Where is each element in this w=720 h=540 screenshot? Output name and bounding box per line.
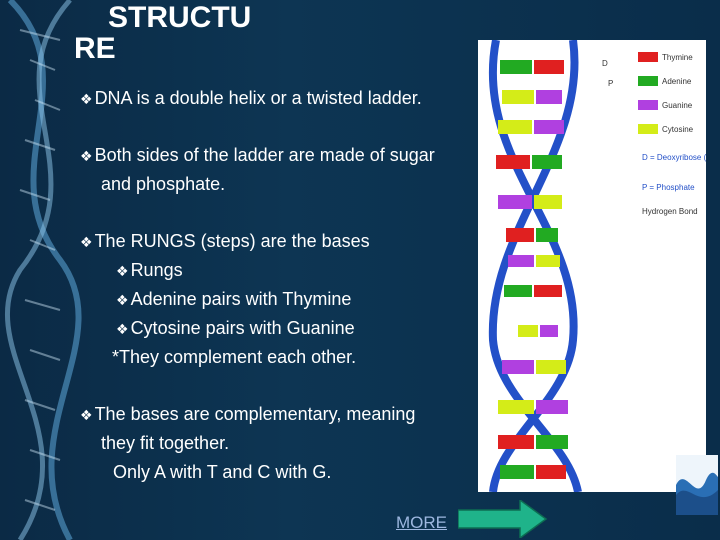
legend-thymine: Thymine [662,53,693,62]
body-line: ❖Cytosine pairs with Guanine [116,314,355,345]
body-line: they fit together. [101,429,229,458]
line-text: Only A with T and C with G. [113,462,332,482]
line-text: Rungs [130,260,183,280]
body-line: and phosphate. [101,170,225,199]
body-line: *They complement each other. [112,343,356,372]
body-line: ❖The RUNGS (steps) are the bases [80,227,370,258]
body-line: Only A with T and C with G. [113,458,331,487]
title-line-2: RE [74,32,116,65]
body-line: ❖DNA is a double helix or a twisted ladd… [80,84,422,115]
legend-adenine: Adenine [662,77,692,86]
line-text: Cytosine pairs with Guanine [130,318,355,338]
bullet-icon: ❖ [116,264,129,280]
bullet-icon: ❖ [80,92,93,108]
dna-helix-background [5,0,82,540]
wave-thumbnail-image [676,455,718,515]
body-line: ❖Both sides of the ladder are made of su… [80,141,435,172]
bullet-icon: ❖ [80,408,93,424]
label-p: P [608,79,613,88]
legend-guanine: Guanine [662,101,693,110]
bullet-icon: ❖ [80,235,93,251]
line-text: and phosphate. [101,174,226,194]
legend: Thymine Adenine Guanine Cytosine D = Deo… [638,52,720,216]
line-text: The bases are complementary, meaning [94,404,416,424]
bullet-icon: ❖ [116,293,129,309]
base-pairs [496,60,568,479]
legend-deoxyribose: D = Deoxyribose (sugar) [642,153,706,162]
line-text: The RUNGS (steps) are the bases [94,231,370,251]
line-text: they fit together. [101,433,230,453]
body-line: ❖Rungs [116,256,183,287]
dna-diagram-svg: D P Thymine Adenine Guanine Cytosine D =… [488,39,720,493]
line-text: *They complement each other. [112,347,357,367]
legend-cytosine: Cytosine [662,125,694,134]
bullet-icon: ❖ [116,322,129,338]
body-line: ❖Adenine pairs with Thymine [116,285,351,316]
line-text: Adenine pairs with Thymine [130,289,352,309]
slide-title: STRUCTU RE [74,2,304,64]
next-arrow-icon[interactable] [458,500,548,538]
more-link[interactable]: MORE [396,513,447,532]
dna-diagram: D P Thymine Adenine Guanine Cytosine D =… [478,39,720,493]
line-text: DNA is a double helix or a twisted ladde… [94,88,422,108]
body-line: ❖The bases are complementary, meaning [80,400,415,431]
legend-phosphate: P = Phosphate [642,183,695,192]
bullet-icon: ❖ [80,149,93,165]
title-line-1: STRUCTU [108,1,252,34]
legend-hydrogen-bond: Hydrogen Bond [642,207,698,216]
label-d: D [602,59,608,68]
line-text: Both sides of the ladder are made of sug… [94,145,435,165]
